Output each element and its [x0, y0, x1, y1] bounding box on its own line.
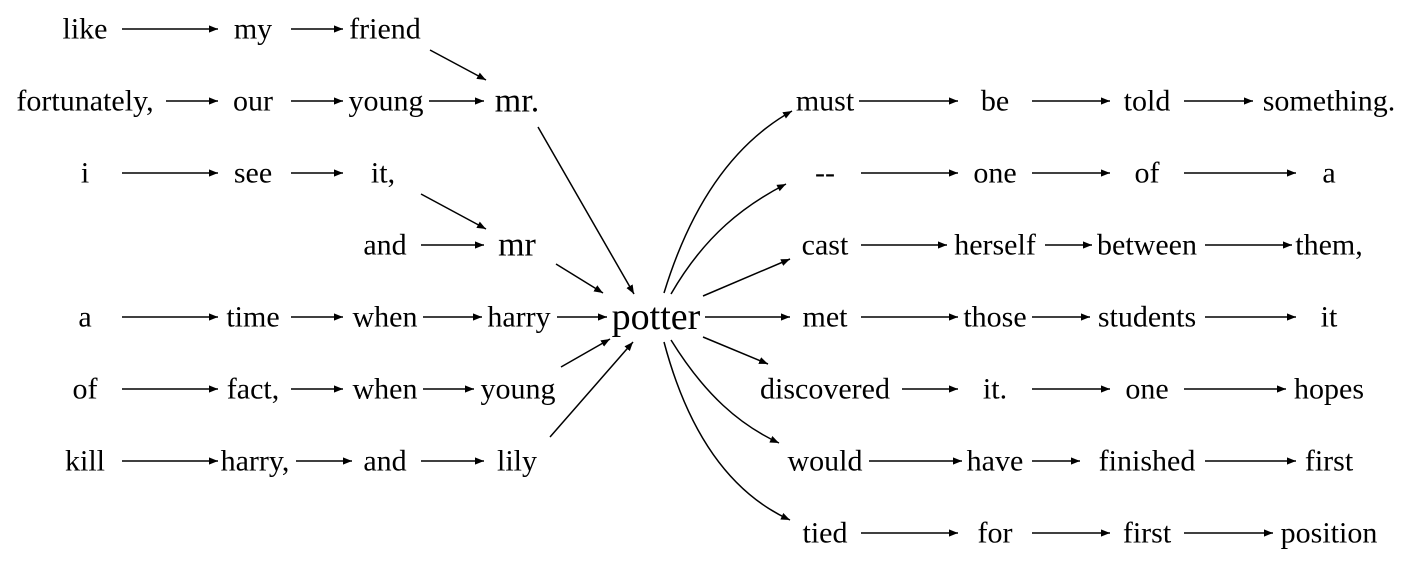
word-node: met — [803, 301, 849, 334]
word-node: lily — [497, 445, 537, 478]
word-node: herself — [954, 229, 1036, 262]
word-node: students — [1098, 301, 1196, 334]
word-node: fact, — [227, 373, 279, 406]
word-node: when — [353, 373, 418, 406]
word-node: harry — [487, 301, 550, 334]
word-node: my — [234, 13, 272, 46]
left-words: like my friend fortunately, our young mr… — [16, 13, 555, 478]
word-node: those — [963, 301, 1026, 334]
word-node: something. — [1263, 85, 1396, 118]
word-node: -- — [815, 157, 835, 190]
word-node: position — [1281, 517, 1378, 550]
word-node: be — [981, 85, 1009, 118]
word-node: cast — [802, 229, 849, 262]
word-node: a — [78, 301, 91, 334]
center-word: potter — [612, 296, 701, 338]
word-node: them, — [1295, 229, 1363, 262]
word-node: discovered — [760, 373, 890, 406]
word-node: finished — [1099, 445, 1196, 478]
word-node: of — [1135, 157, 1160, 190]
word-node: harry, — [221, 445, 290, 478]
edge-potter-tied — [663, 341, 791, 521]
edge-potter-discovered — [702, 336, 769, 365]
word-node: one — [973, 157, 1016, 190]
word-node: see — [234, 157, 272, 190]
word-node: our — [233, 85, 273, 118]
word-node: it. — [983, 373, 1007, 406]
word-node: young — [481, 373, 556, 406]
word-node: between — [1097, 229, 1197, 262]
word-node: first — [1123, 517, 1172, 550]
word-node: tied — [803, 517, 848, 550]
word-node: hopes — [1294, 373, 1364, 406]
edges — [122, 25, 1296, 537]
edge-friend-mrdot — [429, 49, 487, 81]
word-node: for — [978, 517, 1013, 550]
right-words: must be told something. -- one of a cast… — [760, 85, 1395, 550]
edge-potter-would — [670, 339, 780, 444]
word-node: kill — [65, 445, 105, 478]
word-node: when — [353, 301, 418, 334]
word-node: mr. — [495, 83, 539, 120]
word-node: a — [1322, 157, 1335, 190]
word-node: friend — [349, 13, 421, 46]
edge-potter-must — [663, 110, 793, 294]
word-node: and — [363, 229, 406, 262]
word-node: like — [63, 13, 108, 46]
word-node: time — [226, 301, 279, 334]
edge-potter-cast — [702, 258, 791, 297]
word-node: and — [363, 445, 406, 478]
word-node: would — [788, 445, 863, 478]
edge-young-potter — [560, 338, 611, 368]
word-node: it — [1321, 301, 1338, 334]
edge-potter-dash — [670, 183, 787, 295]
word-node: mr — [498, 227, 536, 264]
word-node: told — [1124, 85, 1171, 118]
word-node: fortunately, — [16, 85, 153, 118]
edge-lily-potter — [549, 341, 634, 438]
edge-it-mr — [420, 193, 487, 230]
word-node: i — [81, 157, 89, 190]
word-node: must — [796, 85, 855, 118]
edge-mr-potter — [555, 263, 604, 294]
word-node: one — [1125, 373, 1168, 406]
word-node: first — [1305, 445, 1354, 478]
word-node: have — [967, 445, 1024, 478]
word-node: of — [73, 373, 98, 406]
word-node: young — [349, 85, 424, 118]
word-node: it, — [371, 157, 395, 190]
edge-mrdot-potter — [537, 126, 635, 295]
